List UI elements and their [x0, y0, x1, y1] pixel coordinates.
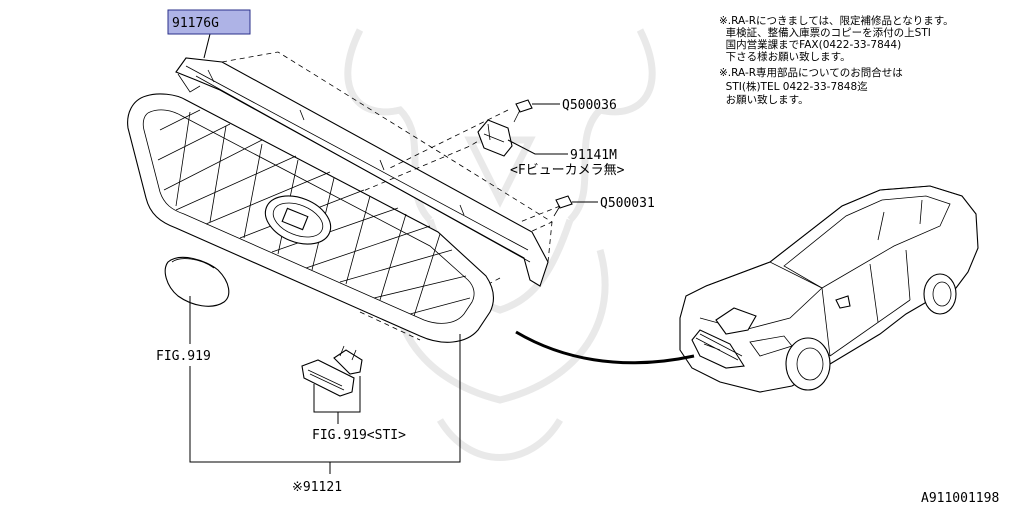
note-line: ※.RA-Rにつきましては、限定補修品となります。	[719, 14, 954, 27]
sti-emblem[interactable]	[301, 345, 363, 397]
bolt-q500031[interactable]	[553, 195, 573, 217]
notes-block: ※.RA-Rにつきましては、限定補修品となります。 車検証、整備入庫票のコピーを…	[719, 14, 954, 106]
grille-emblem	[264, 195, 332, 245]
note-line: STI(株)TEL 0422-33-7848迄	[719, 80, 868, 93]
callout-q500031[interactable]: Q500031	[600, 196, 655, 211]
camera-bracket[interactable]	[477, 119, 513, 157]
note-line: 下さる様お願い致します。	[719, 50, 851, 63]
emblem-badge[interactable]	[164, 256, 230, 307]
diagram-id: A911001198	[921, 491, 999, 506]
note-line: 国内営業課までFAX(0422-33-7844)	[719, 38, 901, 51]
callout-91141m-note: <Fビューカメラ無>	[510, 163, 625, 178]
callout-91176g[interactable]: 91176G	[167, 9, 251, 35]
callout-fig-919[interactable]: FIG.919	[156, 349, 211, 364]
vehicle-illustration	[679, 185, 979, 393]
callout-highlight-box	[167, 9, 251, 35]
note-line: ※.RA-R専用部品についてのお問合せは	[719, 66, 903, 79]
callout-91121[interactable]: ※91121	[292, 480, 342, 495]
location-pointer-curve	[515, 330, 695, 365]
note-line: 車検証、整備入庫票のコピーを添付の上STI	[719, 26, 931, 39]
note-line: お願い致します。	[719, 93, 809, 106]
grille-upper-frame[interactable]	[175, 57, 549, 287]
callout-91176g-text: 91176G	[172, 16, 219, 31]
callout-91141m[interactable]: 91141M	[570, 148, 617, 163]
bolt-q500036[interactable]	[513, 99, 533, 123]
front-grille-assembly[interactable]	[127, 93, 495, 343]
callout-q500036[interactable]: Q500036	[562, 98, 617, 113]
callout-fig-919-sti[interactable]: FIG.919<STI>	[312, 428, 406, 443]
leader-lines	[189, 33, 598, 474]
